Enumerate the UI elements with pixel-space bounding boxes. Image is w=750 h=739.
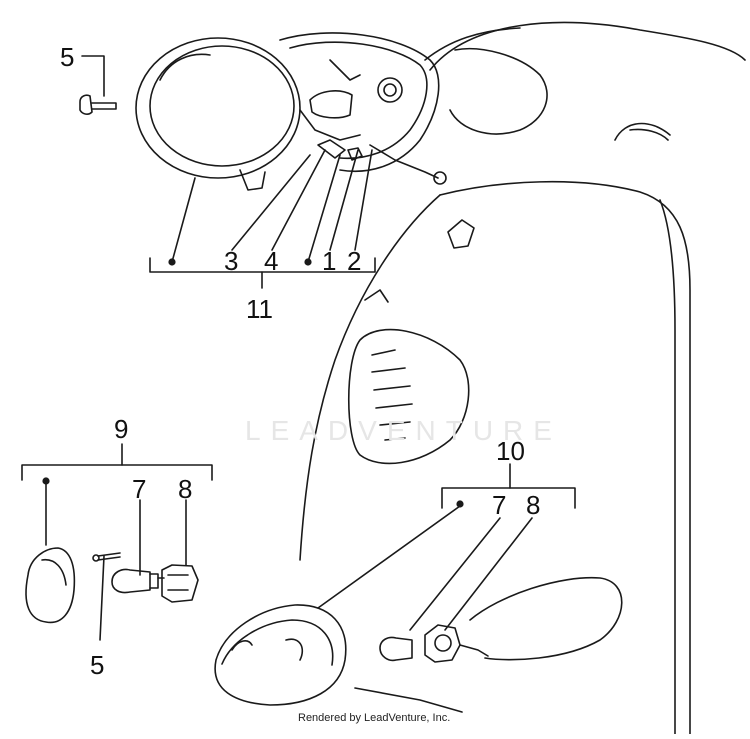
callout-5-top: 5: [60, 42, 75, 72]
left-lamp-lens: [25, 547, 76, 624]
credit-text: Rendered by LeadVenture, Inc.: [298, 712, 451, 724]
callout-8-right: 8: [526, 490, 541, 520]
bracket-group-11: [149, 257, 376, 289]
right-lamp-lens: [214, 604, 463, 713]
left-screw: [92, 552, 121, 562]
right-socket: [424, 624, 489, 663]
callout-7-right: 7: [492, 490, 507, 520]
bracket-group-9: [21, 443, 213, 641]
callout-3: 3: [224, 246, 239, 276]
callout-9: 9: [114, 414, 129, 444]
watermark-text: LEADVENTURE: [245, 415, 562, 446]
callout-10: 10: [496, 436, 525, 466]
headlight-leaders: [171, 149, 373, 263]
callout-11: 11: [246, 294, 273, 324]
right-lamp-shell: [469, 576, 623, 661]
headlight-assembly: [135, 32, 447, 191]
callout-2: 2: [347, 246, 362, 276]
callout-5-left: 5: [90, 650, 105, 680]
screw-item-5-top: [79, 94, 117, 115]
callout-8-left: 8: [178, 474, 193, 504]
leg-shield: [299, 21, 746, 735]
callout-4: 4: [264, 246, 279, 276]
bracket-item-5-top: [81, 55, 105, 97]
right-bulb: [379, 636, 413, 662]
left-socket: [157, 564, 199, 603]
left-bulb: [111, 568, 159, 594]
bracket-group-10: [317, 463, 576, 631]
callout-1: 1: [322, 246, 337, 276]
callout-7-left: 7: [132, 474, 147, 504]
